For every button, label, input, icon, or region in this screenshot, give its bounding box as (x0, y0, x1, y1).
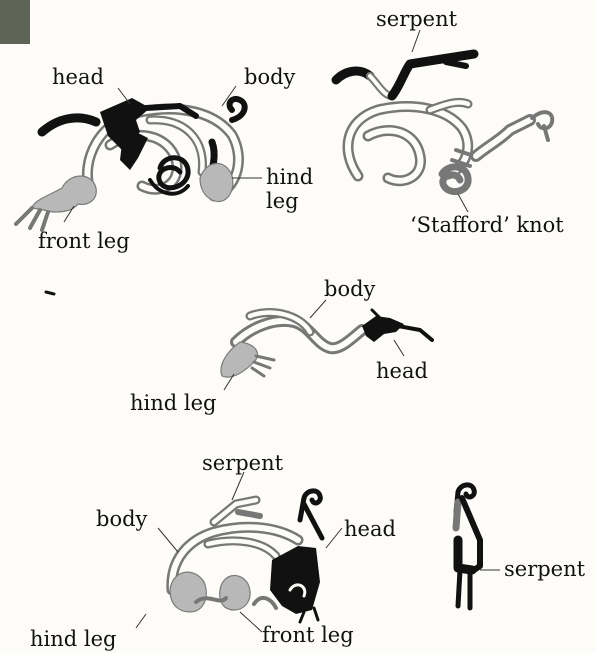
label-hind-leg-bottom-left: hind leg (30, 627, 116, 651)
label-head-bottom-left: head (344, 517, 396, 541)
figure-middle: body head hind leg (130, 277, 432, 415)
figure-top-right: serpent ‘Stafford’ knot (336, 7, 564, 237)
creature-drawing-top-left (16, 98, 245, 230)
label-front-leg-bottom-left: front leg (262, 623, 354, 647)
ink-speck (46, 292, 54, 294)
creature-drawing-bottom-right (456, 485, 480, 608)
label-body-bottom-left: body (96, 507, 148, 531)
corner-tab (0, 0, 30, 44)
label-stafford-knot: ‘Stafford’ knot (410, 213, 564, 237)
label-head-top-left: head (52, 65, 104, 89)
figure-top-left: head body hind leg front leg (16, 65, 313, 253)
label-serpent-top-right: serpent (376, 7, 458, 31)
label-head-middle: head (376, 359, 428, 383)
label-body-top-left: body (244, 65, 296, 89)
figure-bottom-right: serpent (456, 485, 586, 608)
label-leg-top-left: leg (266, 189, 299, 213)
label-serpent-bottom-right: serpent (504, 557, 586, 581)
label-hind-leg-middle: hind leg (130, 391, 216, 415)
label-body-middle: body (324, 277, 376, 301)
label-serpent-bottom-left: serpent (202, 451, 284, 475)
figure-bottom-left: serpent body head hind leg front leg (30, 451, 396, 651)
creature-drawing-bottom-left (170, 491, 322, 622)
label-front-leg-top-left: front leg (38, 229, 130, 253)
label-hind-top-left: hind (266, 165, 313, 189)
creature-drawing-top-right (336, 54, 552, 192)
